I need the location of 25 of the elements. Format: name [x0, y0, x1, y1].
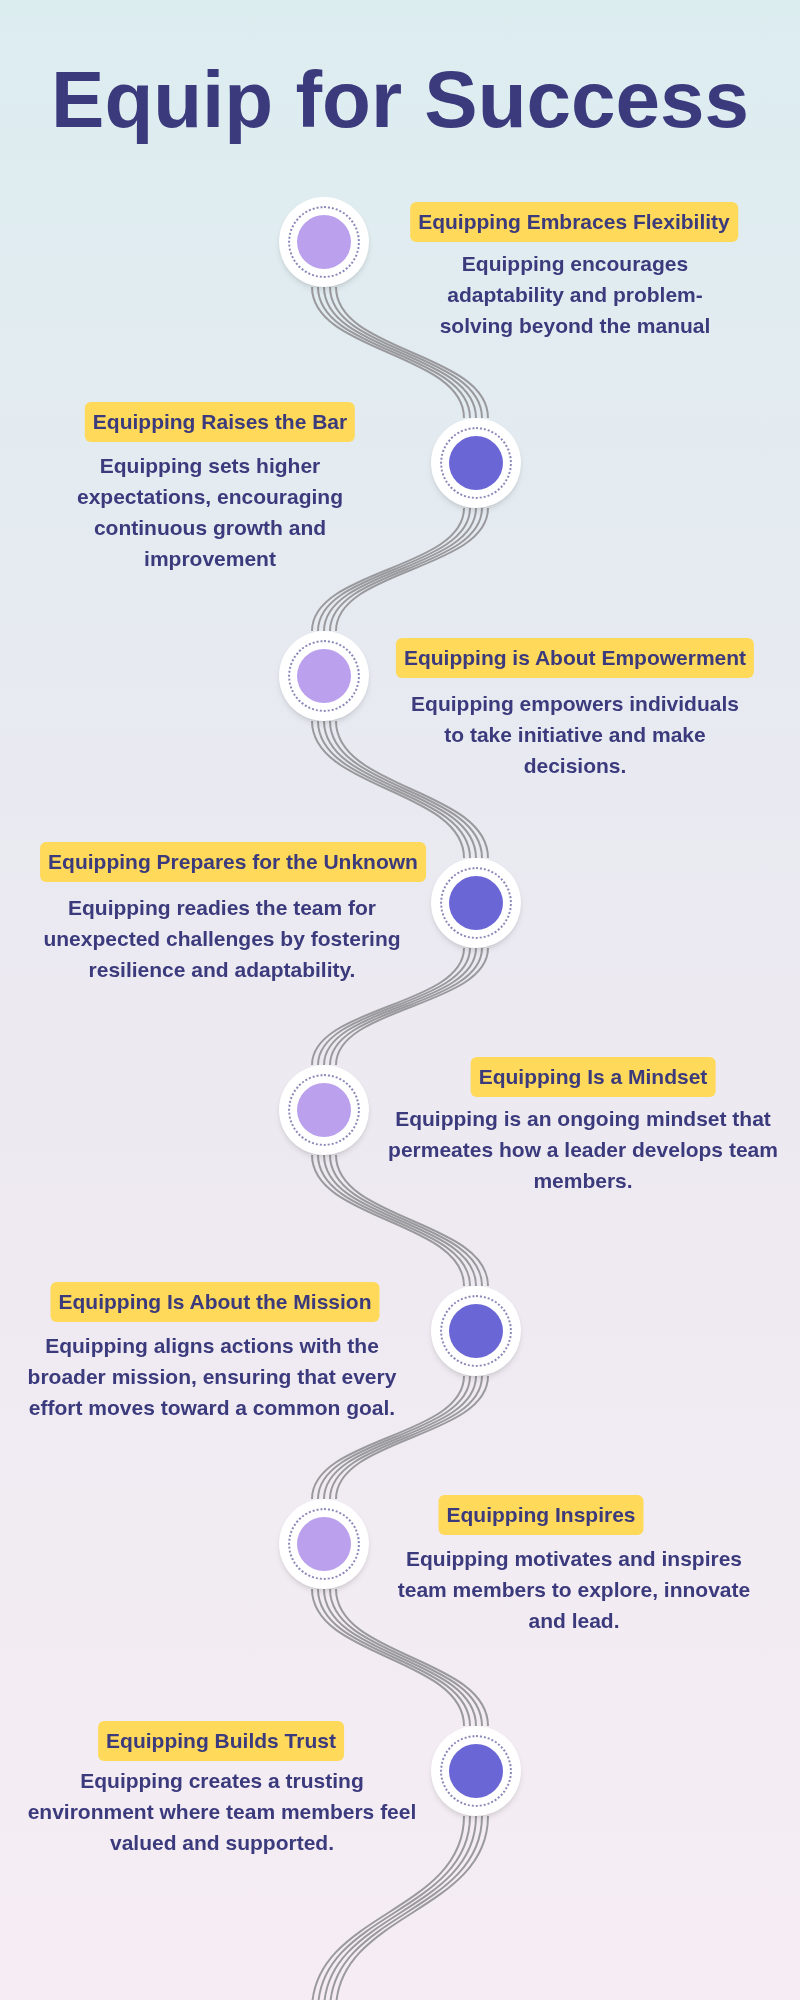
wavy-connector	[311, 507, 489, 632]
description-text: Equipping encourages adaptability and problem-solving beyond the manual	[438, 251, 712, 339]
heading-badge: Equipping Inspires	[438, 1495, 644, 1535]
heading-badge: Equipping Is About the Mission	[50, 1282, 380, 1322]
heading-badge: Equipping Is a Mindset	[470, 1057, 716, 1097]
wavy-connector	[311, 720, 489, 859]
wavy-connector	[311, 947, 489, 1066]
wavy-connector	[311, 1588, 489, 1727]
description-text: Equipping is an ongoing mindset that permeates how a leader develops team members.	[387, 1106, 779, 1194]
wavy-connector	[311, 1154, 489, 1287]
description-text: Equipping motivates and inspires team members to explore, innovate and lead.	[396, 1546, 752, 1634]
wavy-connector	[311, 1375, 489, 1500]
heading-badge: Equipping is About Empowerment	[395, 638, 755, 678]
wavy-connector	[311, 286, 489, 419]
heading-badge: Equipping Prepares for the Unknown	[40, 842, 426, 882]
heading-badge: Equipping Builds Trust	[98, 1721, 344, 1761]
heading-badge: Equipping Embraces Flexibility	[410, 202, 738, 242]
wavy-connector	[311, 1815, 489, 2000]
description-text: Equipping readies the team for unexpected challenges by fostering resilience and adaptability.	[42, 895, 402, 983]
description-text: Equipping creates a trusting environment where team members feel valued and supported.	[26, 1768, 418, 1856]
description-text: Equipping empowers individuals to take initiative and make decisions.	[410, 691, 740, 779]
heading-badge: Equipping Raises the Bar	[84, 402, 356, 442]
description-text: Equipping sets higher expectations, encouraging continuous growth and improvement	[75, 453, 345, 572]
title: Equip for Success	[50, 54, 750, 146]
description-text: Equipping aligns actions with the broader mission, ensuring that every effort moves toward a common goal.	[26, 1333, 398, 1421]
